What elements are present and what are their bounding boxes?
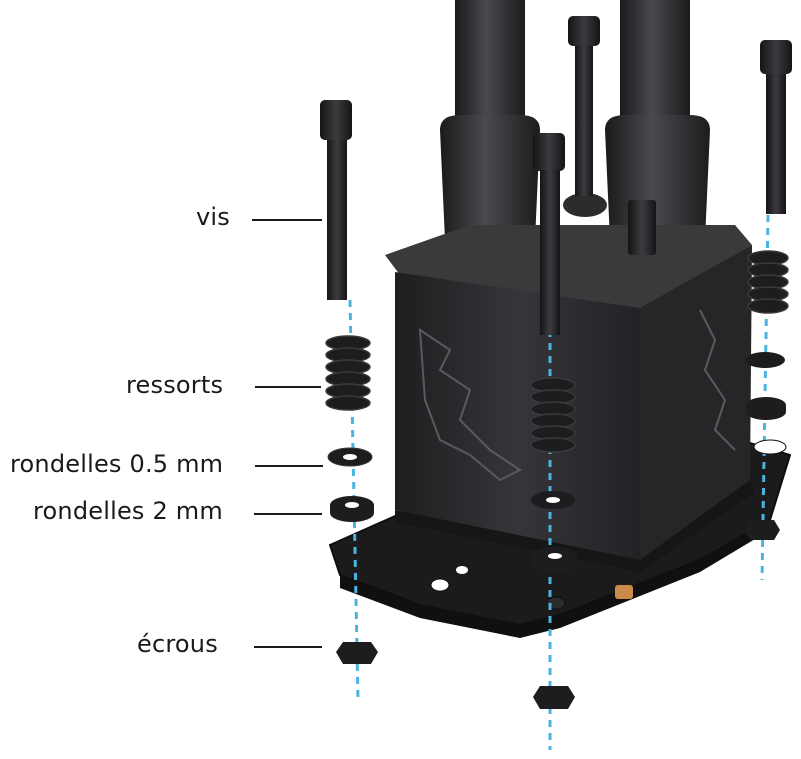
nut-right	[744, 520, 780, 540]
label-washers-thick: rondelles 2 mm	[33, 497, 223, 525]
fill-port	[628, 200, 656, 255]
block-top	[385, 225, 752, 310]
plate-hole-small	[456, 566, 468, 574]
block-front	[395, 272, 640, 560]
label-springs: ressorts	[126, 371, 224, 399]
screw-shank-right	[766, 74, 786, 214]
leader-washers-thick	[254, 513, 322, 515]
washer-thick-left	[330, 496, 374, 522]
screw-head-right	[760, 40, 792, 74]
screw-shank-rear	[575, 46, 593, 196]
logo-marking	[418, 328, 522, 482]
hardware-stack-front	[530, 133, 577, 709]
label-screws: vis	[196, 203, 230, 231]
center-knob	[563, 193, 607, 217]
label-nuts: écrous	[137, 630, 218, 658]
tube-collar-right	[605, 115, 710, 240]
nut-front	[533, 686, 575, 709]
screw-head-front	[533, 133, 565, 171]
label-washers-thin: rondelles 0.5 mm	[10, 450, 224, 478]
leader-washers-thin	[255, 465, 323, 467]
hardware-stack-right	[744, 40, 792, 540]
screw-head-left	[320, 100, 352, 140]
leader-nuts	[254, 646, 322, 648]
screw-shank-left	[327, 140, 347, 300]
block-side	[640, 245, 752, 560]
leader-screws	[252, 219, 322, 221]
hardware-stack-left	[320, 100, 378, 664]
tube-collar-left	[440, 115, 540, 240]
block-edge	[395, 480, 755, 572]
copper-base	[615, 585, 633, 599]
washer-thick-front	[533, 547, 577, 573]
washer-plate-right	[753, 439, 787, 455]
leader-springs	[255, 386, 321, 388]
screw-shank-front	[540, 170, 560, 335]
washer-thin-right	[745, 352, 785, 368]
screw-head-rear	[568, 16, 600, 46]
washer-thick-right	[746, 397, 786, 420]
logo-marking-side	[699, 309, 736, 451]
plate-hole-left	[430, 578, 450, 592]
nut-left	[336, 642, 378, 664]
